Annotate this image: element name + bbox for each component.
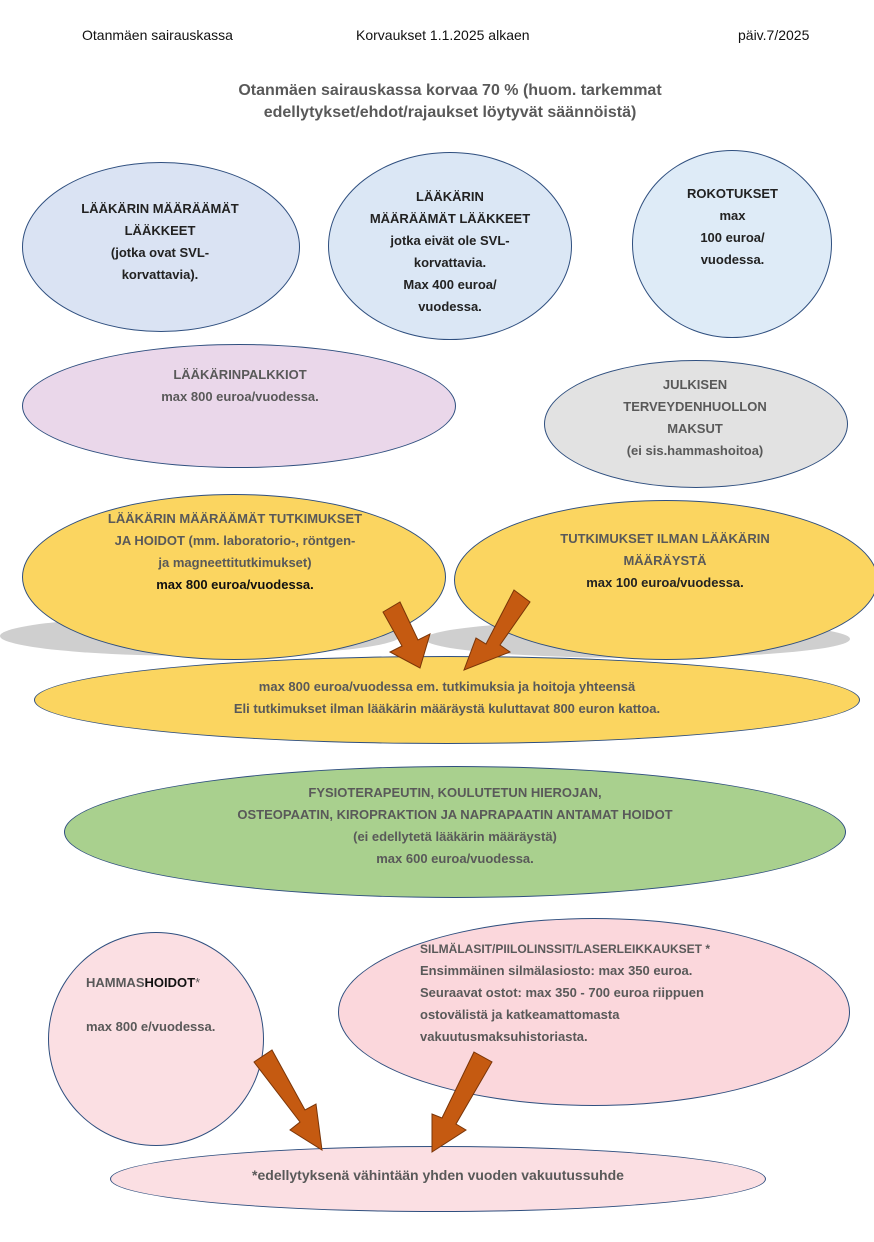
node-prescribed-exams-line: LÄÄKÄRIN MÄÄRÄÄMÄT TUTKIMUKSET [107,511,363,526]
node-public-healthcare-text: JULKISEN TERVEYDENHUOLLON MAKSUT (ei sis… [570,374,820,462]
node-dental-line1-a: HAMMAS [86,975,145,990]
node-prescribed-exams-line: ja magneettitutkimukset) [158,555,312,570]
node-condition [110,1146,766,1212]
arrow-glasses [431,1051,493,1153]
node-glasses-line: ostovälistä ja katkeamattomasta [420,1007,620,1022]
node-vaccinations-line: max [719,208,746,223]
node-svl-medicines-line: korvattavia). [121,267,199,282]
node-svl-medicines [22,162,300,332]
node-exams-combined-line: Eli tutkimukset ilman lääkärin määräystä… [233,701,661,716]
node-physio-line: FYSIOTERAPEUTIN, KOULUTETUN HIEROJAN, [308,785,602,800]
node-glasses [338,918,850,1106]
node-vaccinations [632,150,832,338]
node-non-svl-medicines-line: MÄÄRÄÄMÄT LÄÄKKEET [369,211,531,226]
node-condition-text: *edellytyksenä vähintään yhden vuoden va… [252,1167,624,1183]
node-vaccinations-line: ROKOTUKSET [687,186,778,201]
node-prescribed-exams [22,494,446,660]
node-exams-without-prescription [454,500,874,660]
node-exams-without-prescription-line: max 100 euroa/vuodessa. [586,575,744,590]
node-svl-medicines-line: (jotka ovat SVL- [110,245,210,260]
node-physio [64,766,846,898]
node-public-healthcare [544,360,848,488]
node-exams-combined-line: max 800 euroa/vuodessa em. tutkimuksia j… [258,679,636,694]
node-exams-without-prescription-line: MÄÄRÄYSTÄ [623,553,707,568]
node-vaccinations-text: ROKOTUKSET max 100 euroa/ vuodessa. [650,183,815,271]
page-title: Otanmäen sairauskassa korvaa 70 % (huom.… [150,80,750,124]
node-doctor-fees-line: max 800 euroa/vuodessa. [161,389,319,404]
node-physio-line: (ei edellytetä lääkärin määräystä) [353,829,557,844]
node-non-svl-medicines-line: LÄÄKÄRIN [416,189,484,204]
node-dental-line1: HAMMASHOIDOT* [86,972,256,994]
node-public-healthcare-line: JULKISEN [662,377,728,392]
node-vaccinations-line: vuodessa. [700,252,765,267]
node-vaccinations-line: 100 euroa/ [700,230,765,245]
node-dental-line1-c: * [195,975,201,990]
arrow-down-right [382,601,431,669]
arrow-dental [253,1049,323,1151]
node-non-svl-medicines-line: jotka eivät ole SVL- [390,233,510,248]
node-doctor-fees-text: LÄÄKÄRINPALKKIOT max 800 euroa/vuodessa. [60,364,420,408]
node-dental-text: HAMMASHOIDOT* max 800 e/vuodessa. [86,972,256,1038]
node-glasses-line: Seuraavat ostot: max 350 - 700 euroa rii… [420,985,704,1000]
node-glasses-text: SILMÄLASIT/PIILOLINSSIT/LASERLEIKKAUKSET… [420,938,840,1048]
node-physio-line: OSTEOPAATIN, KIROPRAKTION JA NAPRAPAATIN… [237,807,673,822]
node-svl-medicines-line: LÄÄKKEET [124,223,196,238]
node-doctor-fees [22,344,456,468]
header-left: Otanmäen sairauskassa [82,27,233,43]
node-prescribed-exams-text: LÄÄKÄRIN MÄÄRÄÄMÄT TUTKIMUKSET JA HOIDOT… [40,508,430,596]
node-exams-combined [34,656,860,744]
node-dental-line1-b: HOIDOT [144,975,196,990]
node-dental [48,932,264,1146]
node-doctor-fees-line: LÄÄKÄRINPALKKIOT [173,367,307,382]
node-prescribed-exams-line: JA HOIDOT (mm. laboratorio-, röntgen- [114,533,356,548]
page-title-line1: Otanmäen sairauskassa korvaa 70 % (huom.… [238,82,662,99]
node-non-svl-medicines-line: vuodessa. [418,299,482,314]
node-svl-medicines-line: LÄÄKÄRIN MÄÄRÄÄMÄT [81,201,239,216]
node-public-healthcare-line: (ei sis.hammashoitoa) [626,443,764,458]
node-glasses-line: Ensimmäinen silmälasiosto: max 350 euroa… [420,963,693,978]
node-non-svl-medicines [328,152,572,340]
node-non-svl-medicines-line: korvattavia. [413,255,487,270]
node-non-svl-medicines-line: Max 400 euroa/ [403,277,497,292]
node-public-healthcare-line: TERVEYDENHUOLLON [623,399,767,414]
node-svl-medicines-text: LÄÄKÄRIN MÄÄRÄÄMÄT LÄÄKKEET (jotka ovat … [40,198,280,286]
header-right: päiv.7/2025 [738,27,810,43]
node-exams-combined-text: max 800 euroa/vuodessa em. tutkimuksia j… [80,676,814,720]
header-center: Korvaukset 1.1.2025 alkaen [356,27,530,43]
page-title-line2: edellytykset/ehdot/rajaukset löytyvät sä… [263,104,637,121]
arrow-down-left [463,589,531,671]
node-glasses-line: SILMÄLASIT/PIILOLINSSIT/LASERLEIKKAUKSET… [420,942,711,956]
node-physio-text: FYSIOTERAPEUTIN, KOULUTETUN HIEROJAN, OS… [120,782,790,870]
node-non-svl-medicines-text: LÄÄKÄRIN MÄÄRÄÄMÄT LÄÄKKEET jotka eivät … [350,186,550,318]
node-glasses-line: vakuutusmaksuhistoriasta. [420,1029,588,1044]
node-public-healthcare-line: MAKSUT [667,421,723,436]
node-prescribed-exams-line: max 800 euroa/vuodessa. [156,577,314,592]
node-exams-without-prescription-line: TUTKIMUKSET ILMAN LÄÄKÄRIN [560,531,770,546]
node-dental-line2: max 800 e/vuodessa. [86,1019,216,1034]
node-exams-without-prescription-text: TUTKIMUKSET ILMAN LÄÄKÄRIN MÄÄRÄYSTÄ max… [478,528,852,594]
node-physio-line: max 600 euroa/vuodessa. [376,851,534,866]
